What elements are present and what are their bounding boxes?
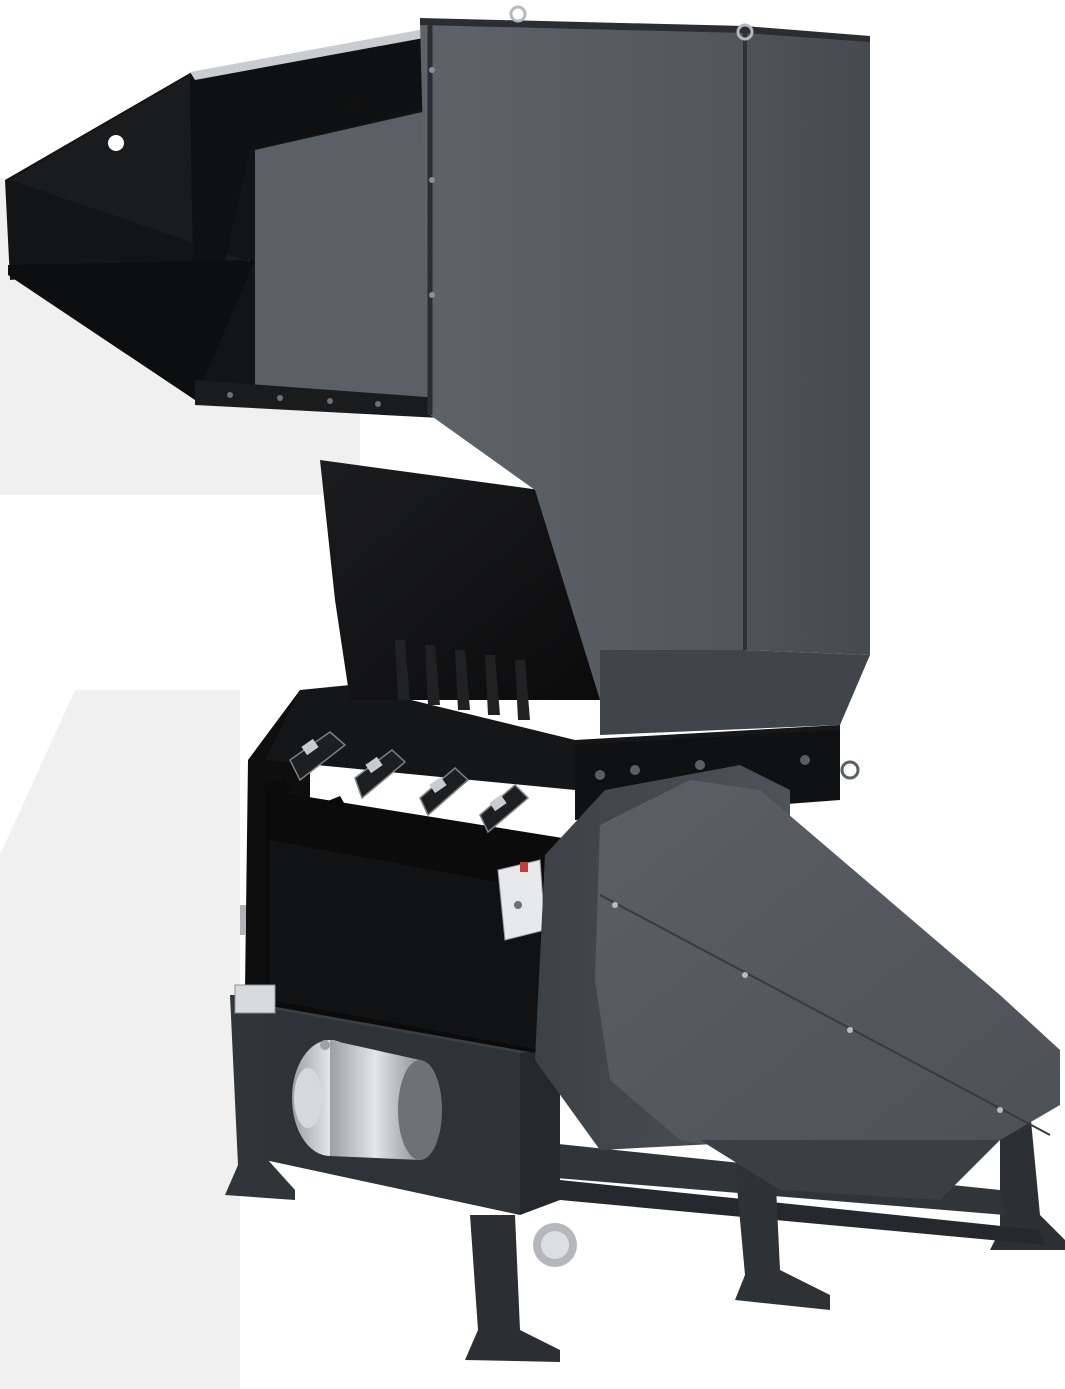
infeed-hopper bbox=[5, 28, 440, 418]
cutting-chamber bbox=[245, 685, 860, 1060]
motor bbox=[292, 1040, 577, 1267]
feed-throat bbox=[320, 460, 605, 720]
hopper-housing bbox=[420, 5, 870, 735]
safety-switch bbox=[497, 859, 546, 941]
latch-clamps bbox=[262, 731, 530, 854]
stand-details bbox=[234, 905, 330, 1050]
belt-guard bbox=[535, 765, 1060, 1200]
